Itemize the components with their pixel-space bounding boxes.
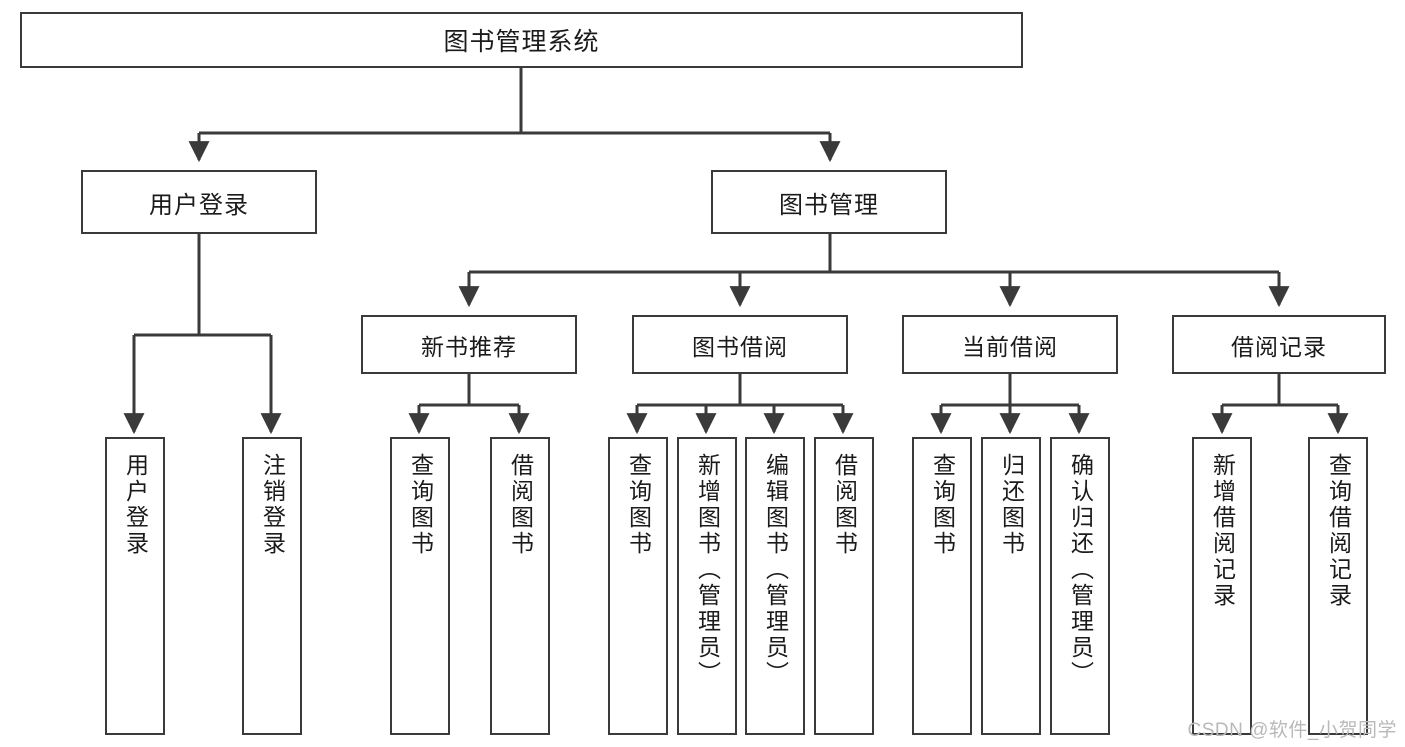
- leaf-label: 借阅图书: [507, 453, 534, 557]
- node-borrow-record[interactable]: 借阅记录: [1172, 315, 1386, 374]
- leaf-new-book-query-book[interactable]: 查询图书: [390, 437, 450, 735]
- leaf-label: 查询借阅记录: [1325, 453, 1352, 609]
- leaf-user-login-login[interactable]: 用户登录: [105, 437, 165, 735]
- leaf-borrow-record-add-record[interactable]: 新增借阅记录: [1192, 437, 1252, 735]
- leaf-label: 归还图书: [998, 453, 1025, 557]
- node-label: 借阅记录: [1231, 333, 1327, 360]
- leaf-label: 确认归还（管理员）: [1067, 453, 1094, 687]
- leaf-label: 查询图书: [407, 453, 434, 557]
- node-label: 用户登录: [149, 191, 249, 219]
- node-book-management[interactable]: 图书管理: [711, 170, 947, 234]
- leaf-label: 查询图书: [929, 453, 956, 557]
- node-label: 图书管理系统: [443, 28, 600, 56]
- leaf-current-borrow-return-book[interactable]: 归还图书: [981, 437, 1041, 735]
- leaf-current-borrow-query-book[interactable]: 查询图书: [912, 437, 972, 735]
- leaf-label: 新增图书（管理员）: [694, 453, 721, 687]
- node-label: 图书借阅: [692, 333, 788, 360]
- leaf-new-book-borrow-book[interactable]: 借阅图书: [490, 437, 550, 735]
- node-book-borrow[interactable]: 图书借阅: [632, 315, 848, 374]
- node-label: 当前借阅: [962, 333, 1058, 360]
- leaf-label: 编辑图书（管理员）: [762, 453, 789, 687]
- node-label: 新书推荐: [421, 333, 517, 360]
- node-label: 图书管理: [779, 191, 879, 219]
- leaf-book-borrow-edit-book-admin[interactable]: 编辑图书（管理员）: [745, 437, 805, 735]
- leaf-label: 借阅图书: [831, 453, 858, 557]
- leaf-book-borrow-query-book[interactable]: 查询图书: [608, 437, 668, 735]
- leaf-label: 查询图书: [625, 453, 652, 557]
- leaf-book-borrow-add-book-admin[interactable]: 新增图书（管理员）: [677, 437, 737, 735]
- leaf-current-borrow-confirm-return-admin[interactable]: 确认归还（管理员）: [1050, 437, 1110, 735]
- leaf-label: 新增借阅记录: [1209, 453, 1236, 609]
- node-new-book-recommend[interactable]: 新书推荐: [361, 315, 577, 374]
- leaf-user-login-logout[interactable]: 注销登录: [242, 437, 302, 735]
- csdn-watermark: CSDN @软件_小贺同学: [1187, 720, 1397, 741]
- leaf-label: 注销登录: [259, 453, 286, 557]
- leaf-borrow-record-query-record[interactable]: 查询借阅记录: [1308, 437, 1368, 735]
- node-user-login[interactable]: 用户登录: [81, 170, 317, 234]
- node-current-borrow[interactable]: 当前借阅: [902, 315, 1118, 374]
- leaf-label: 用户登录: [122, 453, 149, 557]
- leaf-book-borrow-borrow-book[interactable]: 借阅图书: [814, 437, 874, 735]
- node-root-book-management-system[interactable]: 图书管理系统: [20, 12, 1023, 68]
